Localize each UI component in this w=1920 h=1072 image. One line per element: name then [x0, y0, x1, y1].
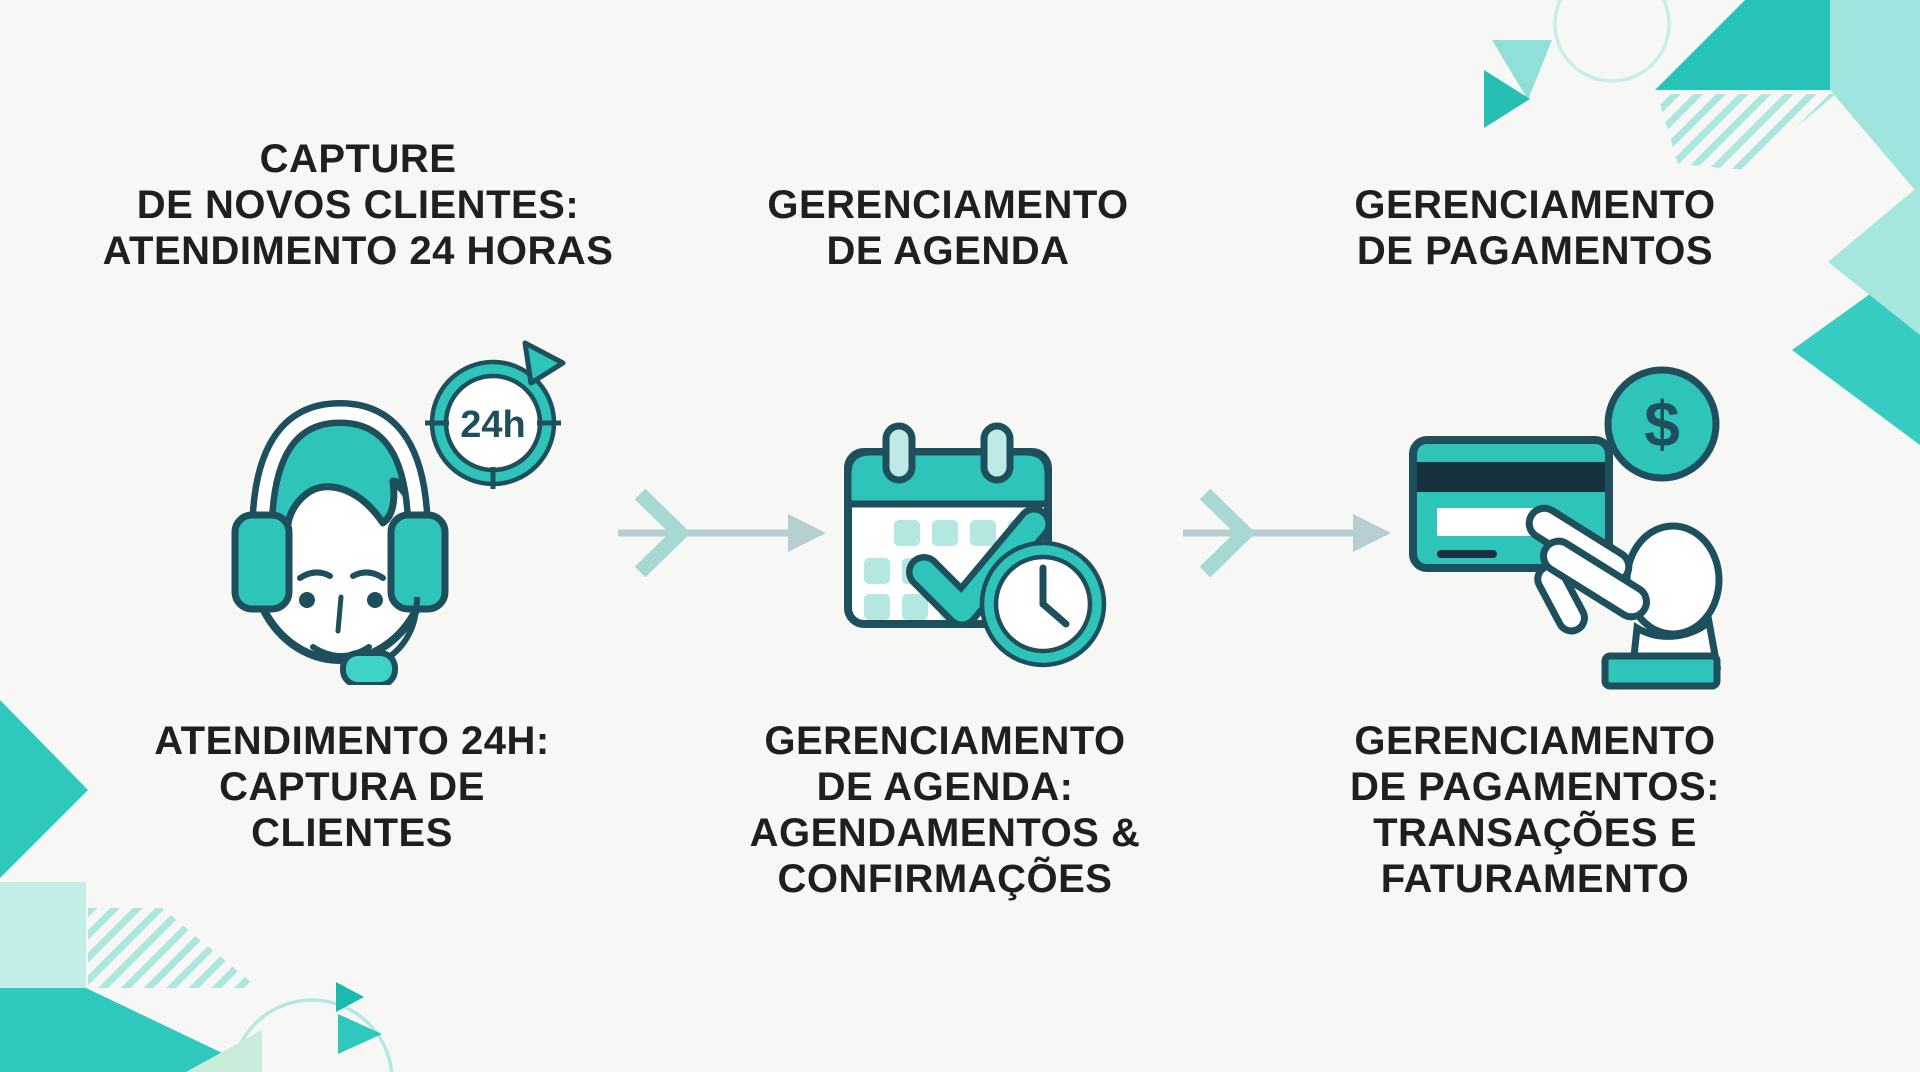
title-line: DE PAGAMENTOS	[1356, 229, 1714, 273]
eye-right	[367, 592, 383, 608]
corner-triangle-dark	[1655, 0, 1830, 90]
step-3-title: GERENCIAMENTO DE PAGAMENTOS	[1255, 182, 1815, 274]
arrow-chevron	[634, 488, 691, 578]
arrow-head	[788, 514, 826, 552]
stripe-band-bottom	[88, 908, 258, 988]
headphone-earcup-right	[387, 511, 449, 613]
caption-line: CAPTURA DE	[219, 765, 485, 809]
nose	[335, 594, 344, 634]
smile	[310, 644, 372, 659]
badge-24h-label: 24h	[460, 404, 525, 446]
eyebrow-left	[297, 569, 333, 581]
agent-head	[231, 399, 449, 685]
caption-line: FATURAMENTO	[1380, 857, 1690, 901]
corner-decoration-bottom-left	[0, 700, 394, 1072]
calendar-header	[844, 448, 1052, 508]
stripe-band-top	[1657, 94, 1836, 170]
magnetic-stripe	[1417, 462, 1605, 492]
dollar-coin-icon: $	[1604, 366, 1720, 482]
corner-decoration-top-right	[1484, 0, 1920, 445]
circle-outline-top	[1553, 0, 1671, 83]
step-2-title: GERENCIAMENTO DE AGENDA	[668, 182, 1228, 274]
light-quad	[0, 882, 86, 988]
roof-polygon	[0, 988, 262, 1072]
step-1-title: CAPTURE DE NOVOS CLIENTES: ATENDIMENTO 2…	[78, 136, 638, 274]
caption-line: AGENDAMENTOS &	[749, 811, 1141, 855]
circle-outline-bottom	[230, 998, 394, 1072]
badge-24h-clock-icon: 24h	[425, 340, 566, 489]
title-line: GERENCIAMENTO	[767, 183, 1129, 227]
caption-line: TRANSAÇÕES E	[1373, 811, 1697, 855]
small-triangle-medium-bl	[338, 1014, 382, 1054]
support-agent-24h-icon: 24h	[231, 340, 566, 685]
step-2-caption: GERENCIAMENTO DE AGENDA: AGENDAMENTOS & …	[665, 718, 1225, 902]
sleeve-cuff	[1601, 652, 1721, 690]
payment-card-hand-icon: $	[1409, 366, 1723, 690]
caption-line: GERENCIAMENTO	[764, 719, 1126, 763]
dollar-sign: $	[1644, 388, 1680, 460]
arrow-chevron	[1199, 488, 1256, 578]
title-line: CAPTURE	[259, 137, 457, 181]
title-line: GERENCIAMENTO	[1354, 183, 1716, 227]
finger-middle	[1540, 537, 1650, 621]
clock-hand-hour	[1039, 600, 1070, 628]
small-triangle-dark	[1484, 70, 1530, 128]
headband	[255, 406, 425, 536]
step-1-caption: ATENDIMENTO 24H: CAPTURA DE CLIENTES	[72, 718, 632, 856]
calendar-ring-right	[980, 422, 1014, 484]
eyebrow-right	[350, 569, 386, 581]
calendar-ring-left	[882, 422, 916, 484]
caption-line: DE PAGAMENTOS:	[1350, 765, 1720, 809]
step-3-caption: GERENCIAMENTO DE PAGAMENTOS: TRANSAÇÕES …	[1255, 718, 1815, 902]
arrow-head	[1353, 514, 1391, 552]
clock-icon	[979, 540, 1107, 668]
right-edge-triangle-light	[1828, 185, 1920, 335]
left-edge-triangle	[0, 700, 88, 878]
clockwise-arrowhead	[522, 340, 566, 386]
caption-line: CONFIRMAÇÕES	[777, 857, 1113, 901]
headphone-earcup-left	[231, 511, 293, 613]
pale-triangle	[186, 1030, 262, 1072]
fingers	[1525, 504, 1650, 635]
flow-arrow-icon	[618, 488, 826, 578]
card-detail-line	[1437, 550, 1497, 558]
caption-line: GERENCIAMENTO	[1354, 719, 1716, 763]
caption-line: DE AGENDA:	[816, 765, 1074, 809]
small-triangle-dark-bl	[336, 982, 364, 1012]
caption-line: ATENDIMENTO 24H:	[154, 719, 550, 763]
corner-3d-face	[1830, 0, 1920, 196]
calendar-check-clock-icon	[844, 422, 1107, 668]
title-line: DE NOVOS CLIENTES:	[136, 183, 580, 227]
microphone-icon	[340, 650, 398, 685]
title-line: ATENDIMENTO 24 HORAS	[102, 229, 614, 273]
small-triangle-light	[1492, 40, 1552, 100]
caption-line: CLIENTES	[251, 811, 453, 855]
flow-arrow-icon	[1183, 488, 1391, 578]
eye-left	[299, 592, 315, 608]
title-line: DE AGENDA	[826, 229, 1070, 273]
